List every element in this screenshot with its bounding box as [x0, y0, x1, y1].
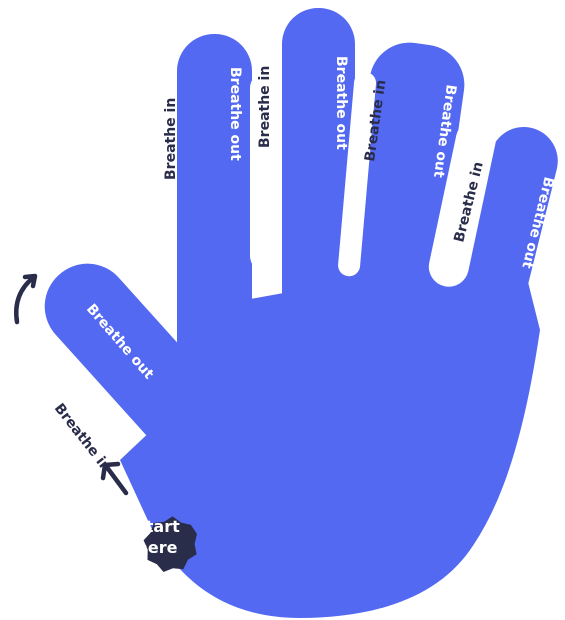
label-index-outer: Breathe in: [163, 98, 179, 180]
label-middle-center: Breathe out: [333, 56, 349, 150]
label-index-inner: Breathe out: [227, 67, 243, 161]
label-middle-left: Breathe in: [257, 66, 273, 148]
arrow-up-left-icon: [103, 464, 126, 493]
hand-shape: [27, 8, 565, 618]
badge-line-1: Start: [134, 517, 180, 536]
curved-arrow-icon: [16, 276, 35, 322]
badge-line-2: here: [137, 538, 178, 557]
